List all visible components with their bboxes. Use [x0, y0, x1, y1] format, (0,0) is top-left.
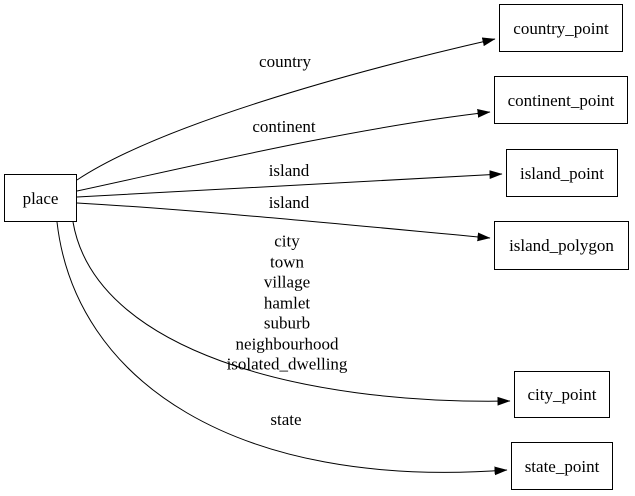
node-state-point: state_point	[511, 442, 613, 490]
edge-place-island-point	[76, 170, 503, 198]
edge-label-state: state	[270, 409, 302, 429]
edge-place-state-point	[56, 221, 508, 476]
node-continent-point: continent_point	[494, 76, 628, 124]
edge-place-island-polygon	[76, 202, 491, 242]
edge-place-country-point	[76, 37, 496, 181]
edge-label-island-point: island	[268, 160, 310, 180]
node-city-point: city_point	[514, 371, 610, 418]
edge-label-continent: continent	[252, 116, 316, 136]
node-island-point: island_point	[506, 149, 618, 197]
edge-label-country: country	[259, 51, 311, 71]
edge-place-continent-point	[76, 109, 491, 192]
edge-place-city-point	[72, 221, 511, 406]
edge-label-island-polygon: island	[268, 192, 310, 212]
node-place: place	[4, 174, 77, 222]
node-island-polygon: island_polygon	[494, 221, 629, 270]
edge-label-city-group: city town village hamlet suburb neighbou…	[226, 231, 348, 374]
node-country-point: country_point	[499, 4, 623, 52]
